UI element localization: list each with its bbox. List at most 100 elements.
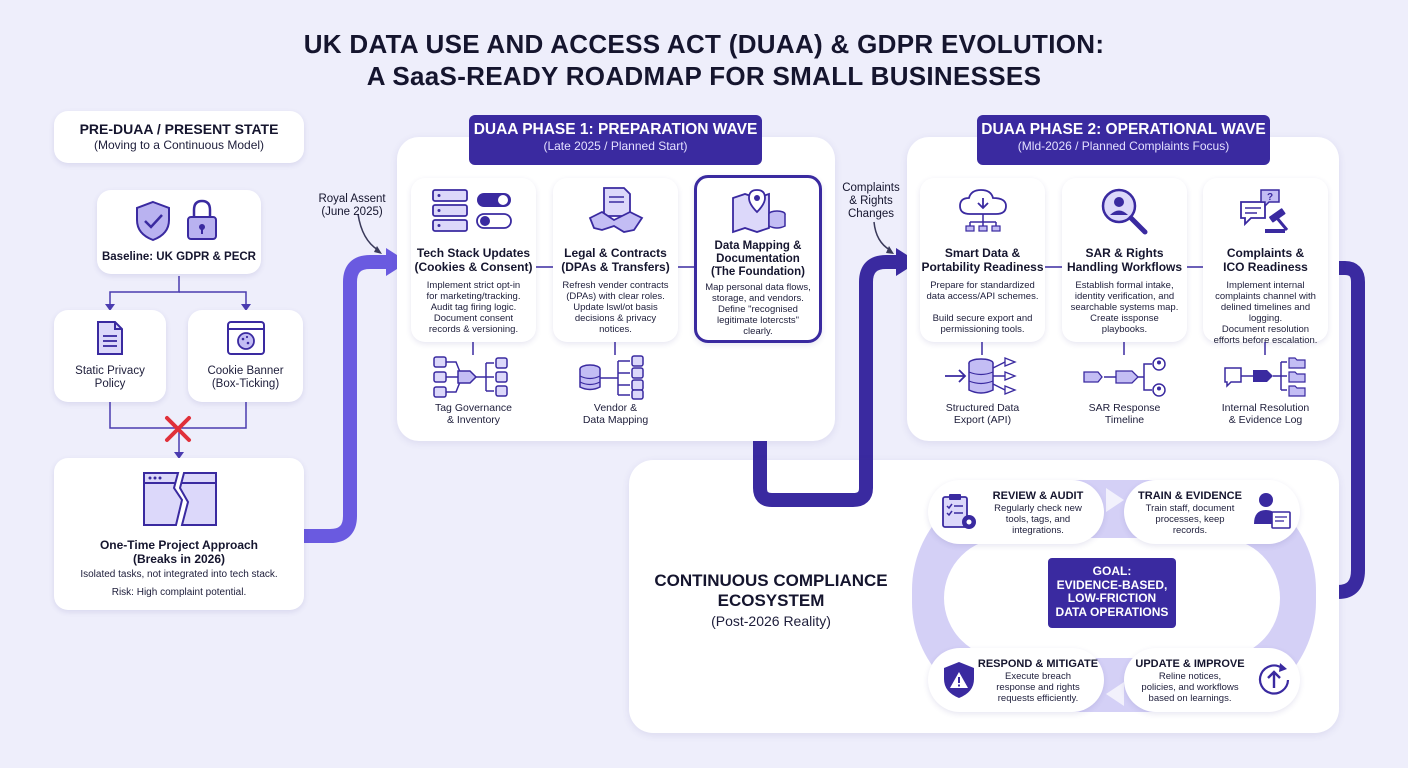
p1c3-d1: Map personal data flows,	[705, 282, 811, 293]
review-d3: integrations.	[1012, 525, 1064, 536]
pre-duaa-subheader: (Moving to a Continuous Model)	[93, 138, 265, 152]
padlock-icon	[187, 199, 217, 240]
phase1-subtitle: (Late 2025 / Planned Start)	[543, 139, 688, 153]
smart-data-card: Smart Data &Portability Readiness Prepar…	[920, 178, 1045, 342]
complaints-line-3: Changes	[847, 208, 895, 220]
p1-sub1-line-1: Tag Governance	[434, 402, 513, 414]
phase1-title-pill: DUAA PHASE 1: PREPARATION WAVE (Late 202…	[469, 115, 762, 165]
p1c2-h2: (DPAs & Transfers)	[561, 260, 670, 274]
database-export-icon	[945, 357, 1017, 395]
p2c2-d2: identity verification, and	[1074, 291, 1175, 302]
p2c3-h2: ICO Readiness	[1223, 260, 1308, 274]
p2c3-d3: delined timelines and logging.	[1220, 302, 1311, 324]
vendor-mapping-icon	[579, 355, 644, 400]
cookie-browser-icon	[227, 321, 265, 355]
server-toggle-icon	[432, 189, 512, 232]
title-line-1: UK DATA USE AND ACCESS ACT (DUAA) & GDPR…	[303, 29, 1105, 59]
p2c2-d1: Establish formal intake,	[1075, 280, 1174, 291]
p2c2-d5: playbooks.	[1101, 324, 1148, 335]
goal-line-4: DATA OPERATIONS	[1055, 604, 1169, 619]
complaints-ico-card: ? Complaints &ICO Readiness Implement in…	[1203, 178, 1328, 346]
p1c3-h1: Data Mapping &	[714, 240, 802, 252]
p1c1-d5: records & versioning.	[428, 324, 519, 335]
tech-stack-card: Tech Stack Updates(Cookies & Consent) Im…	[411, 178, 536, 342]
p1c1-d1: Implement strict opt-in	[426, 280, 521, 291]
static-line-1: Static Privacy	[75, 365, 145, 377]
update-improve-pill: UPDATE & IMPROVE Reline notices,policies…	[1124, 648, 1300, 712]
p1c1-d3: Audit tag firing logic.	[430, 302, 517, 313]
baseline-label: Baseline: UK GDPR & PECR	[101, 251, 256, 263]
p2c3-d5: efforts before escalation.	[1213, 335, 1318, 346]
p2c1-d5: permissioning tools.	[940, 324, 1025, 335]
person-certificate-icon	[1254, 493, 1291, 529]
p2c1-d4: Build secure export and	[932, 313, 1033, 324]
p1c3-h3: (The Foundation)	[711, 266, 805, 278]
onetime-desc: Isolated tasks, not integrated into tech…	[80, 569, 278, 580]
p1c1-h1: Tech Stack Updates	[416, 246, 531, 260]
royal-line-2: (June 2025)	[321, 206, 383, 218]
p2c1-h2: Portability Readiness	[921, 260, 1044, 274]
eco-title-line-1: CONTINUOUS COMPLIANCE	[654, 571, 888, 590]
review-d1: Regularly check new	[994, 503, 1082, 514]
train-d1: Train staff, document	[1145, 503, 1235, 514]
svg-text:?: ?	[1267, 192, 1273, 203]
p2-sub3-line-1: Internal Resolution	[1221, 402, 1310, 414]
goal-line-2: EVIDENCE-BASED,	[1056, 577, 1168, 592]
p1c2-d2: (DPAs) with clear roles.	[566, 291, 665, 302]
baseline-card: Baseline: UK GDPR & PECR	[97, 190, 261, 274]
phase2-connectors	[981, 266, 1266, 355]
p1c2-d4: decisions & privacy	[574, 313, 657, 324]
p1c3-d4: legitimate lotercsts"	[716, 315, 800, 326]
royal-line-1: Royal Assent	[318, 193, 386, 205]
arrow-to-ecosystem	[1334, 261, 1365, 599]
phase2-title-pill: DUAA PHASE 2: OPERATIONAL WAVE (Mld-2026…	[977, 115, 1270, 165]
phase1-title: DUAA PHASE 1: PREPARATION WAVE	[473, 121, 758, 138]
p1c3-d2: storage, and vendors.	[712, 293, 804, 304]
p1c3-d3: Define "recognised	[718, 304, 798, 315]
goal-line-1: GOAL:	[1092, 564, 1132, 578]
legal-contracts-card: Legal & Contracts(DPAs & Transfers) Refr…	[553, 178, 678, 342]
pre-duaa-header-card: PRE-DUAA / PRESENT STATE (Moving to a Co…	[54, 111, 304, 163]
p2-sub1-line-2: Export (API)	[953, 414, 1012, 426]
red-cross-icon	[165, 416, 191, 442]
cookie-line-2: (Box-Ticking)	[211, 378, 280, 390]
respond-heading: RESPOND & MITIGATE	[977, 658, 1099, 670]
phase2-title: DUAA PHASE 2: OPERATIONAL WAVE	[981, 121, 1266, 138]
cookie-banner-card: Cookie Banner(Box-Ticking)	[188, 310, 303, 402]
p1-sub2-line-1: Vendor &	[593, 402, 638, 414]
p2-sub1-line-1: Structured Data	[945, 402, 1020, 414]
onetime-line-1: One-Time Project Approach	[99, 538, 259, 552]
clipboard-gear-icon	[942, 494, 976, 529]
eco-title-line-2: ECOSYSTEM	[717, 591, 825, 610]
p1-sub1-line-2: & Inventory	[446, 414, 501, 426]
arrow-to-phase1	[304, 255, 388, 543]
onetime-risk: Risk: High complaint potential.	[111, 587, 247, 598]
handshake-document-icon	[588, 187, 644, 233]
complaints-line-2: & Rights	[849, 195, 893, 207]
update-d2: policies, and workflows	[1141, 682, 1239, 693]
title-line-2: A SaaS-READY ROADMAP FOR SMALL BUSINESSE…	[366, 61, 1042, 91]
p2c3-d4: Document resolution	[1221, 324, 1310, 335]
update-d3: based on learnings.	[1148, 693, 1232, 704]
respond-d2: response and rights	[996, 682, 1080, 693]
royal-assent-note: Royal Assent (June 2025)	[306, 193, 398, 219]
p2c1-h1: Smart Data &	[944, 246, 1021, 260]
respond-d3: requests efficiently.	[997, 693, 1079, 704]
p1-sub2-line-2: Data Mapping	[582, 414, 649, 426]
update-heading: UPDATE & IMPROVE	[1135, 658, 1245, 670]
train-d3: records.	[1172, 525, 1208, 536]
pre-duaa-header: PRE-DUAA / PRESENT STATE	[79, 121, 279, 137]
p1c3-h2: Documentation	[716, 253, 800, 265]
eco-subtitle: (Post-2026 Reality)	[711, 613, 831, 629]
static-line-2: Policy	[94, 378, 126, 390]
train-heading: TRAIN & EVIDENCE	[1138, 490, 1242, 502]
p1c2-d3: Update lswl/ot basis	[573, 302, 658, 313]
review-heading: REVIEW & AUDIT	[992, 490, 1084, 502]
respond-d1: Execute breach	[1004, 671, 1071, 682]
resolution-log-icon	[1224, 357, 1306, 397]
p1c3-d5: clearly.	[743, 326, 773, 337]
